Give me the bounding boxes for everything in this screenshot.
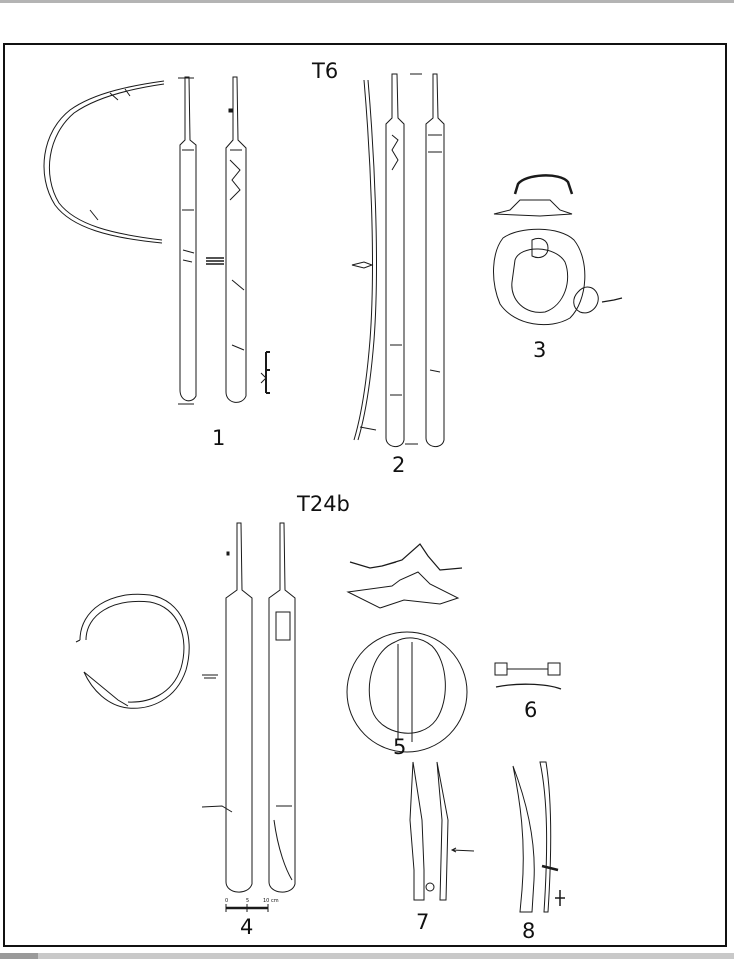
bottom-rule: [0, 953, 734, 959]
item-4-sword-front: [201, 522, 253, 893]
top-rule: [0, 0, 734, 3]
figure-number-3: 3: [533, 338, 547, 362]
group-label-t6: T6: [312, 59, 339, 83]
item-1-scale-bar: [260, 351, 270, 394]
item-2-sword-back: [405, 73, 445, 447]
item-3-shield-boss: [493, 174, 623, 326]
item-4-scale-bar: [225, 904, 269, 912]
scale-tick-5: 5: [246, 898, 250, 904]
item-4-sword-back: [268, 522, 296, 893]
item-2-sword-front: [385, 73, 405, 447]
item-1-sword-back: [225, 76, 247, 403]
item-5-shield-boss: [346, 543, 468, 753]
figure-number-6: 6: [524, 698, 538, 722]
figure-number-2: 2: [392, 453, 406, 477]
bottom-rule-marker: [0, 953, 38, 959]
figure-number-4: 4: [240, 915, 254, 939]
plate-frame: [3, 43, 727, 947]
item-4-bent-sword-ring: [75, 593, 190, 709]
item-6-fitting: [494, 662, 562, 690]
figure-number-7: 7: [416, 910, 430, 934]
scale-tick-10cm: 10 cm: [263, 898, 279, 904]
group-label-t24b: T24b: [297, 492, 350, 516]
item-7-knife: [409, 761, 475, 901]
item-1-bent-sword-side: [43, 80, 165, 244]
figure-number-5: 5: [393, 735, 407, 759]
item-1-sword-front: [178, 76, 197, 405]
figure-number-1: 1: [212, 426, 226, 450]
item-1-section-marks: [206, 108, 234, 265]
item-2-sword-side: [351, 79, 377, 441]
item-8-knife: [512, 761, 565, 913]
figure-number-8: 8: [522, 919, 536, 943]
scale-bar-tick-labels: 0 5 10 cm: [223, 898, 283, 906]
scale-tick-0: 0: [225, 898, 229, 904]
